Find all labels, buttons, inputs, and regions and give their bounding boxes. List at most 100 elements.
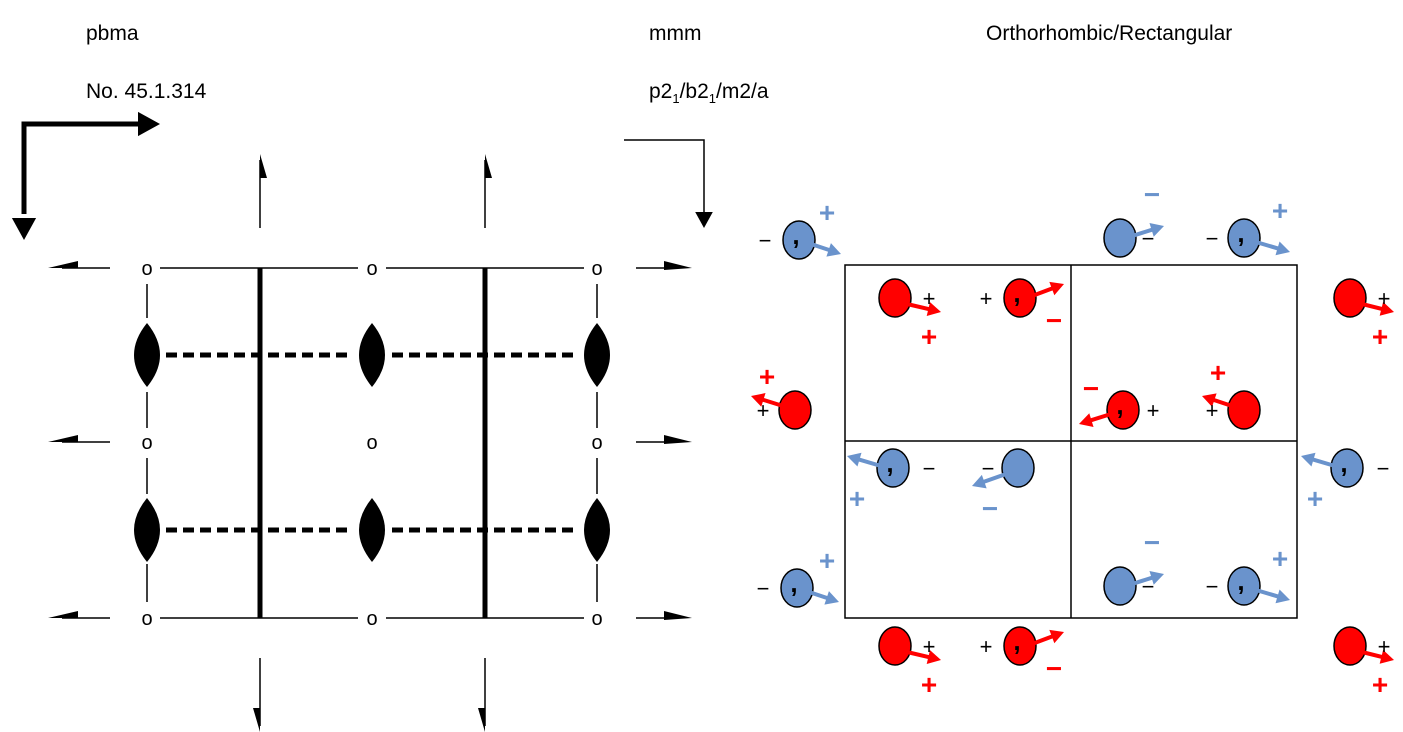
moment-arrow-head — [824, 591, 839, 605]
twofold-axis-lens — [134, 498, 160, 562]
axis-frame-line — [21, 121, 148, 214]
general-position-red: ,+− — [980, 278, 1064, 336]
height-sign: + — [1147, 398, 1160, 423]
position-circle — [1333, 278, 1367, 318]
height-sign: − — [1206, 574, 1219, 599]
twofold-axis-lens — [584, 323, 610, 387]
screw-axis-up-head — [260, 154, 267, 178]
moment-sign: + — [921, 669, 937, 700]
axis-y-arrowhead — [11, 218, 37, 240]
moment-sign: + — [1372, 321, 1388, 352]
twofold-axis-lens — [134, 323, 160, 387]
comma-glyph: , — [1013, 626, 1020, 656]
general-position-blue: −− — [1103, 179, 1164, 258]
position-circle — [782, 220, 816, 260]
moment-arrow-head — [1049, 629, 1064, 644]
position-circle — [1001, 448, 1035, 488]
position-circle — [1103, 218, 1137, 258]
full-symbol-part: p2 — [649, 80, 673, 103]
inversion-center-glyph: o — [591, 432, 602, 454]
general-position-red: ++ — [878, 278, 941, 352]
screw-axis-down-head — [478, 708, 485, 732]
comma-glyph: , — [1237, 566, 1244, 596]
moment-arrow-head — [847, 452, 862, 467]
moment-sign: + — [1272, 543, 1288, 574]
comma-glyph: , — [1013, 278, 1020, 308]
translation-bent-arrowhead — [695, 212, 713, 228]
general-position-red: ++ — [878, 626, 941, 700]
moment-arrow-head — [1049, 281, 1064, 296]
comma-glyph: , — [1116, 390, 1123, 420]
moment-sign: + — [819, 545, 835, 576]
moment-sign: + — [819, 197, 835, 228]
position-circle — [878, 626, 912, 666]
position-circle — [878, 278, 912, 318]
moment-arrow-head — [751, 393, 766, 407]
height-sign: − — [759, 228, 772, 253]
position-circle — [876, 448, 910, 488]
lattice-type: Orthorhombic/Rectangular — [986, 22, 1233, 45]
general-position-blue: −− — [1103, 527, 1164, 606]
height-sign: − — [982, 456, 995, 481]
height-sign: + — [923, 634, 936, 659]
height-sign: − — [1377, 456, 1390, 481]
translation-bent-line — [624, 139, 705, 212]
comma-glyph: , — [1340, 448, 1347, 478]
moment-arrow-head — [1379, 301, 1394, 316]
twofold-axis-lens — [584, 498, 610, 562]
height-sign: − — [923, 456, 936, 481]
general-position-blue: ,−+ — [1206, 195, 1290, 258]
moment-arrow-head — [1379, 649, 1394, 664]
moment-sign: − — [1144, 527, 1160, 558]
inversion-center-glyph: o — [141, 258, 152, 280]
inversion-center-glyph: o — [141, 432, 152, 454]
moment-arrow-head — [826, 243, 841, 257]
moment-arrow-head — [1079, 413, 1094, 427]
position-circle — [1103, 566, 1137, 606]
general-position-blue: ,− + — [757, 545, 839, 608]
height-sign: + — [1378, 286, 1391, 311]
screw-axis-left-head — [48, 261, 78, 268]
height-sign: − — [757, 576, 770, 601]
inversion-center-glyph: o — [591, 258, 602, 280]
moment-sign: + — [849, 483, 865, 514]
inversion-center-glyph: o — [366, 432, 377, 454]
general-position-red: , + − — [1079, 373, 1160, 430]
point-group: mmm — [649, 22, 702, 45]
general-position-blue: ,− + — [1206, 543, 1290, 606]
moment-sign: − — [1083, 373, 1099, 404]
full-symbol: p21/b21/m2/a — [649, 80, 769, 106]
general-position-blue: −− — [972, 448, 1035, 524]
height-sign: + — [757, 398, 770, 423]
screw-axis-right-head — [664, 435, 692, 444]
comma-glyph: , — [790, 568, 797, 598]
moment-sign: − — [982, 493, 998, 524]
moment-arrow-head — [1149, 223, 1164, 237]
moment-sign: + — [1210, 357, 1226, 388]
comma-glyph: , — [792, 220, 799, 250]
moment-sign: + — [759, 361, 775, 392]
inversion-center-glyph: o — [366, 608, 377, 630]
general-position-diagram: ,−+−−,−+++,+−++++,+−++,−+−−,−+,−+−−,−+++… — [751, 179, 1394, 700]
twofold-axis-lens — [359, 498, 385, 562]
moment-sign: + — [1307, 483, 1323, 514]
position-circle — [780, 568, 814, 608]
position-circle — [778, 390, 812, 430]
height-sign: + — [1378, 634, 1391, 659]
general-position-blue: ,−+ — [847, 448, 935, 514]
comma-glyph: , — [1237, 218, 1244, 248]
height-sign: − — [1206, 226, 1219, 251]
height-sign: − — [1142, 574, 1155, 599]
general-position-blue: ,− + — [759, 197, 841, 260]
screw-axis-right-head — [664, 611, 692, 620]
moment-sign: − — [1046, 305, 1062, 336]
moment-arrow-head — [1301, 452, 1316, 467]
moment-arrow-head — [1149, 571, 1164, 585]
screw-axis-right-head — [664, 261, 692, 270]
position-circle — [1106, 390, 1140, 430]
inversion-center-glyph: o — [366, 258, 377, 280]
moment-sign: + — [921, 321, 937, 352]
height-sign: + — [923, 286, 936, 311]
general-position-red: ++ — [751, 361, 812, 430]
height-sign: + — [980, 634, 993, 659]
